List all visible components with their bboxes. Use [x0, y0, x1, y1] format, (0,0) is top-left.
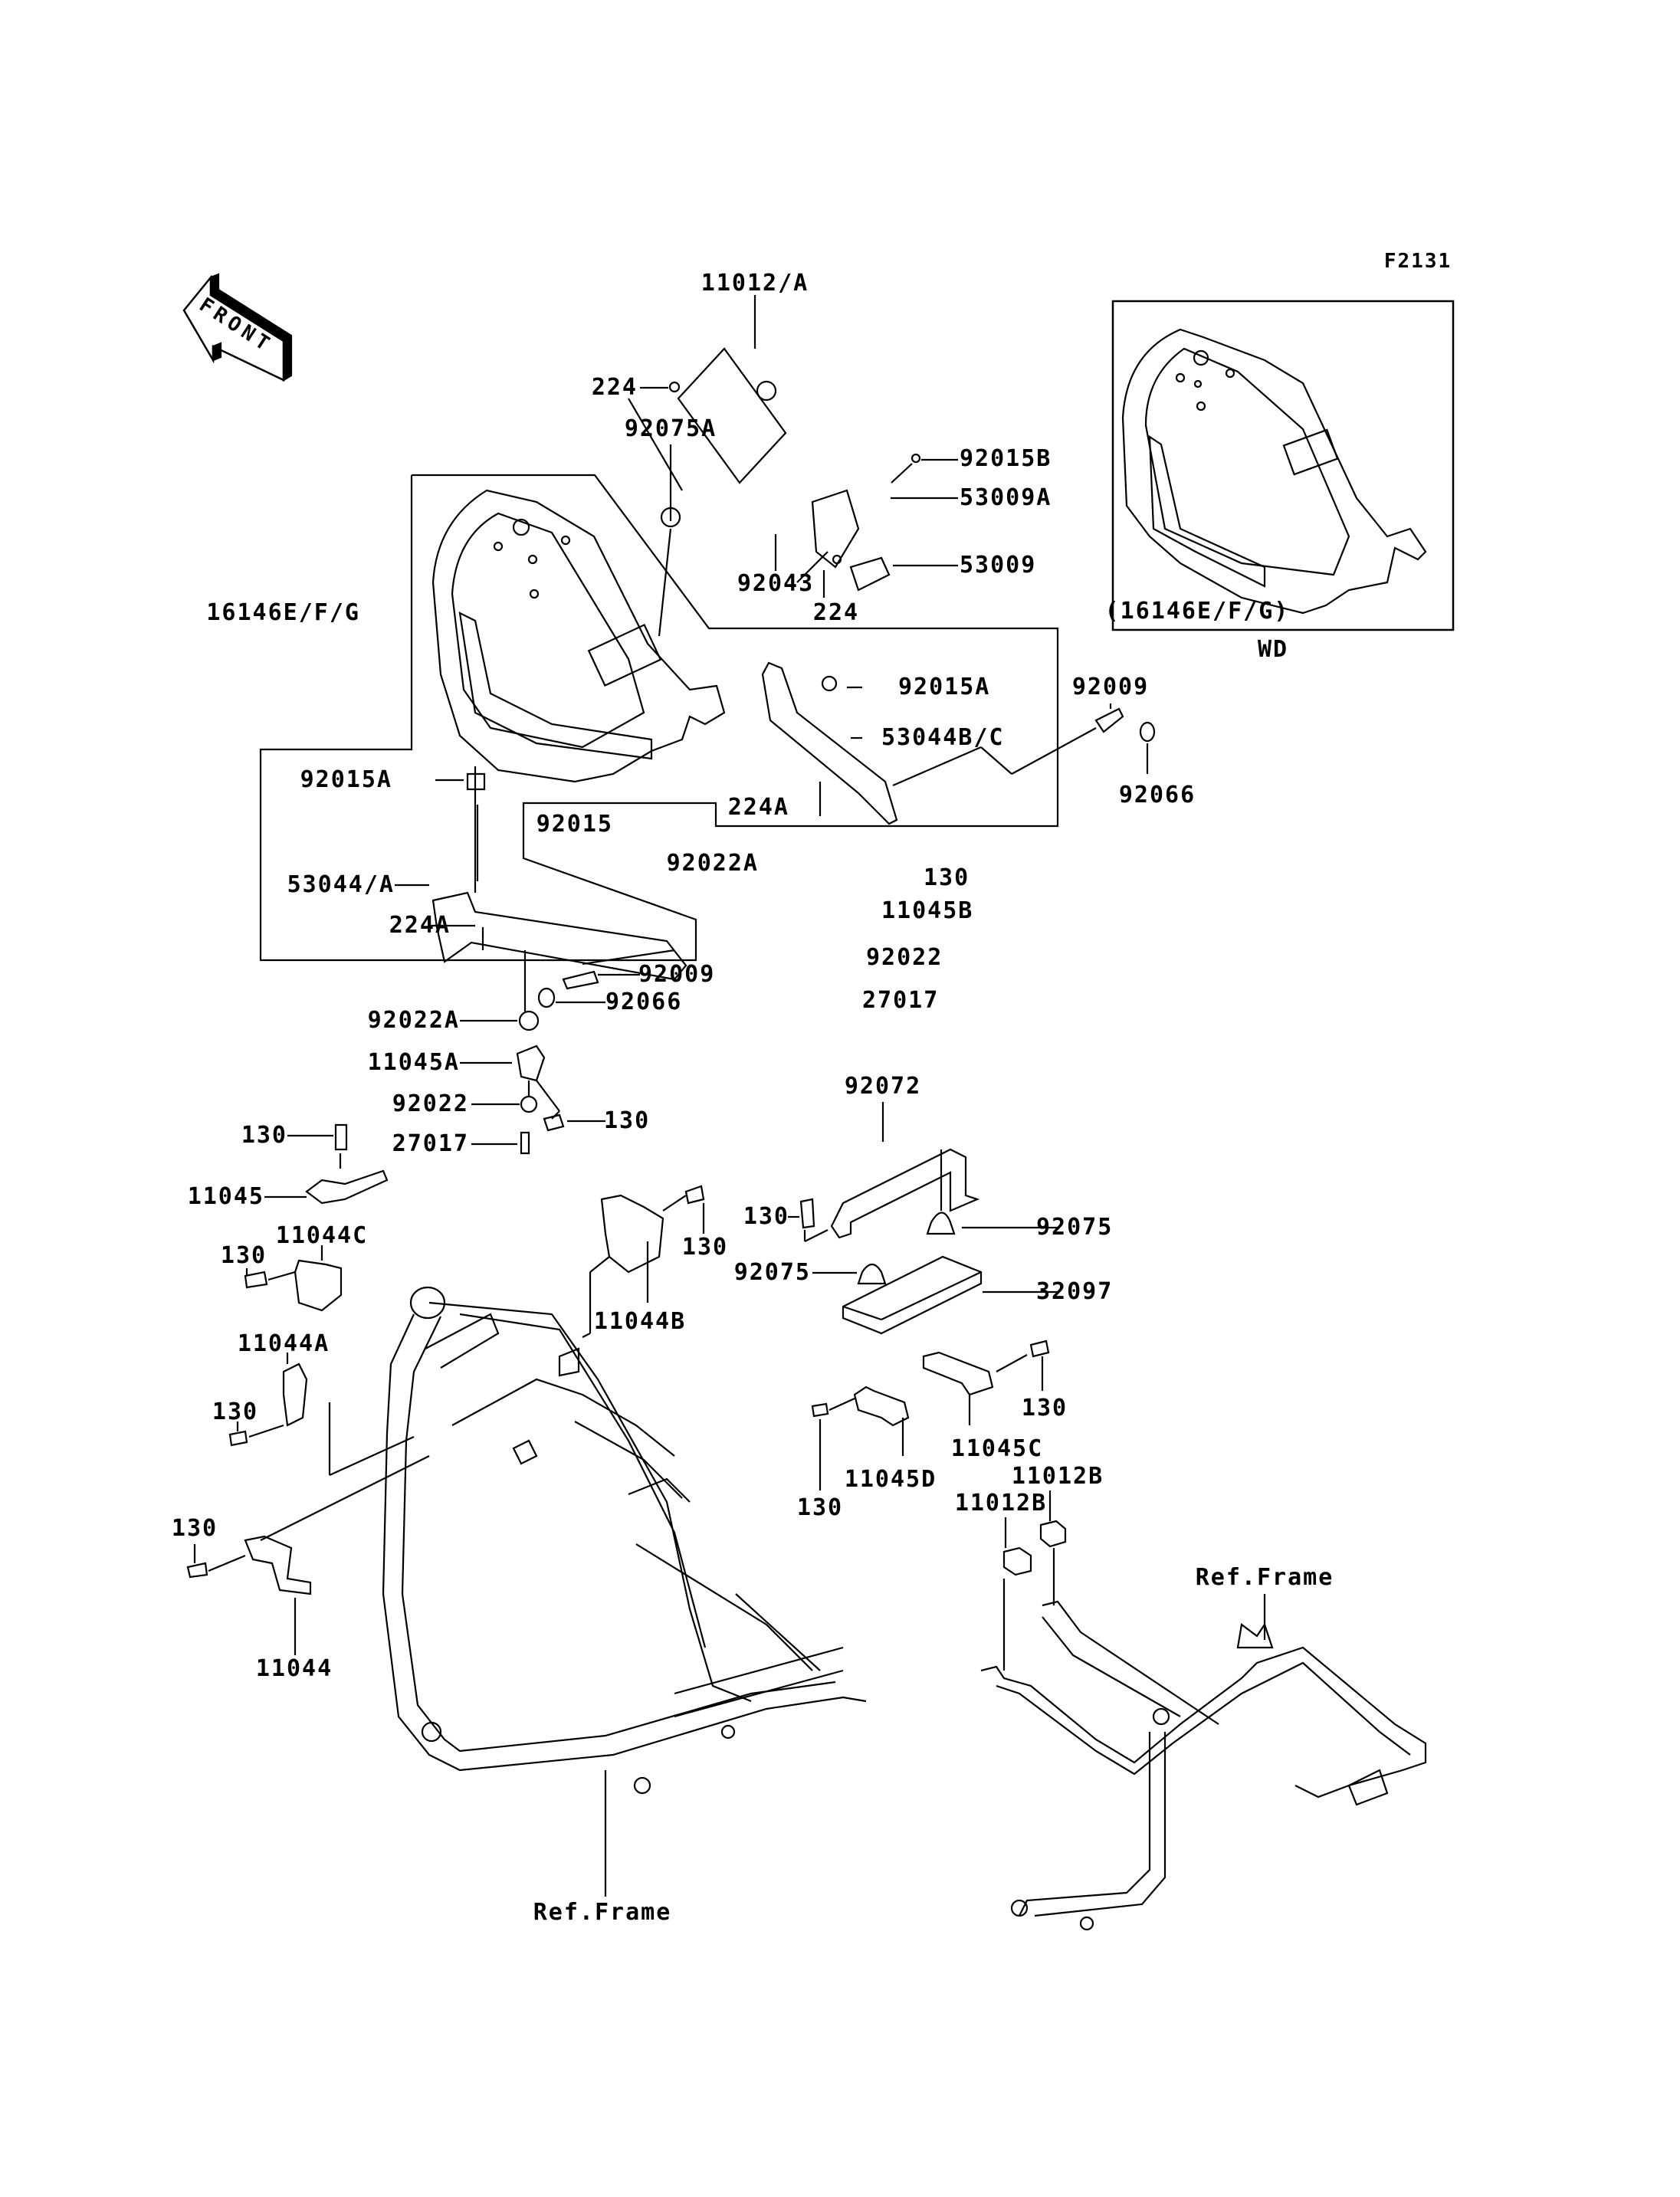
part-label-130-e: 130 [743, 1203, 789, 1230]
part-label-11012b-right: 11012B [1011, 1463, 1104, 1490]
part-label-92075-right: 92075 [1036, 1214, 1114, 1241]
battery-tray-group [788, 1102, 1058, 1490]
part-label-53009a: 53009A [960, 484, 1052, 511]
part-label-92015: 92015 [536, 811, 613, 838]
part-label-130-b: 130 [604, 1107, 651, 1134]
part-label-224a-left: 224A [389, 912, 451, 939]
bracket-11044b [582, 1186, 704, 1337]
part-label-92043: 92043 [737, 570, 815, 597]
part-label-11044c: 11044C [275, 1222, 369, 1249]
part-label-32097: 32097 [1036, 1278, 1114, 1305]
part-label-11045b: 11045B [881, 897, 974, 924]
part-label-130-a: 130 [924, 864, 970, 891]
inset-caption-wd: WD [1257, 636, 1289, 663]
part-label-11044a: 11044A [237, 1330, 330, 1357]
part-label-16146efg: 16146E/F/G [206, 599, 360, 626]
part-label-53044a: 53044/A [287, 871, 395, 898]
part-label-130-i: 130 [796, 1494, 844, 1521]
part-label-130-j: 130 [171, 1515, 218, 1542]
part-label-11044b: 11044B [593, 1308, 687, 1335]
tank-cover-16146 [261, 475, 1058, 960]
part-label-224-lower: 224 [812, 599, 860, 626]
part-label-92072: 92072 [844, 1073, 922, 1100]
side-rail-53044bc [763, 663, 1154, 824]
part-label-224: 224 [591, 374, 638, 401]
sub-frame-right [981, 1490, 1426, 1930]
part-label-11045a: 11045A [367, 1049, 460, 1076]
part-label-11045d: 11045D [844, 1466, 937, 1493]
ref-frame-label-right: Ref.Frame [1195, 1564, 1334, 1591]
part-label-11044: 11044 [255, 1655, 333, 1682]
part-label-92009-left: 92009 [638, 961, 716, 988]
part-label-27017-left: 27017 [392, 1130, 469, 1157]
part-label-224a-right: 224A [727, 794, 789, 821]
part-label-92022-left: 92022 [392, 1090, 469, 1117]
part-label-92022a-left: 92022A [367, 1007, 460, 1034]
part-label-53044bc: 53044B/C [881, 724, 1005, 751]
part-label-92075-lower: 92075 [733, 1259, 811, 1286]
part-label-27017-right: 27017 [862, 987, 940, 1014]
main-frame-left [383, 1287, 866, 1897]
part-label-92066-right: 92066 [1118, 782, 1196, 808]
part-label-130-c: 130 [241, 1122, 287, 1149]
part-label-11045: 11045 [187, 1183, 264, 1210]
part-label-92066-left: 92066 [605, 989, 683, 1015]
part-label-92022a-right: 92022A [666, 850, 759, 877]
bracket-group-11045 [188, 1046, 605, 1655]
part-label-130-g: 130 [1021, 1395, 1068, 1421]
part-label-130-d: 130 [681, 1234, 729, 1261]
part-label-92015a-left: 92015A [300, 766, 392, 793]
part-label-92015a-right: 92015A [898, 674, 991, 700]
part-label-11012b-left: 11012B [954, 1490, 1048, 1517]
part-label-130-h: 130 [212, 1399, 259, 1425]
ref-frame-label-left: Ref.Frame [533, 1899, 672, 1926]
part-label-130-f: 130 [220, 1242, 267, 1269]
part-label-11045c: 11045C [950, 1435, 1044, 1462]
figure-code: F2131 [1383, 250, 1452, 273]
part-label-92015b: 92015B [960, 445, 1052, 472]
part-label-53009: 53009 [960, 552, 1037, 579]
part-label-11012-a: 11012/A [701, 270, 809, 297]
side-rail-53044a [395, 766, 686, 1030]
front-arrow-icon [184, 274, 291, 380]
cover-plate-11012 [628, 295, 958, 636]
part-label-92075a: 92075A [624, 415, 717, 442]
inset-tank-cover-wd [1113, 301, 1453, 630]
inset-part-label: (16146E/F/G) [1104, 598, 1290, 625]
part-label-92009-right: 92009 [1071, 674, 1150, 700]
part-label-92022-right: 92022 [866, 944, 943, 971]
